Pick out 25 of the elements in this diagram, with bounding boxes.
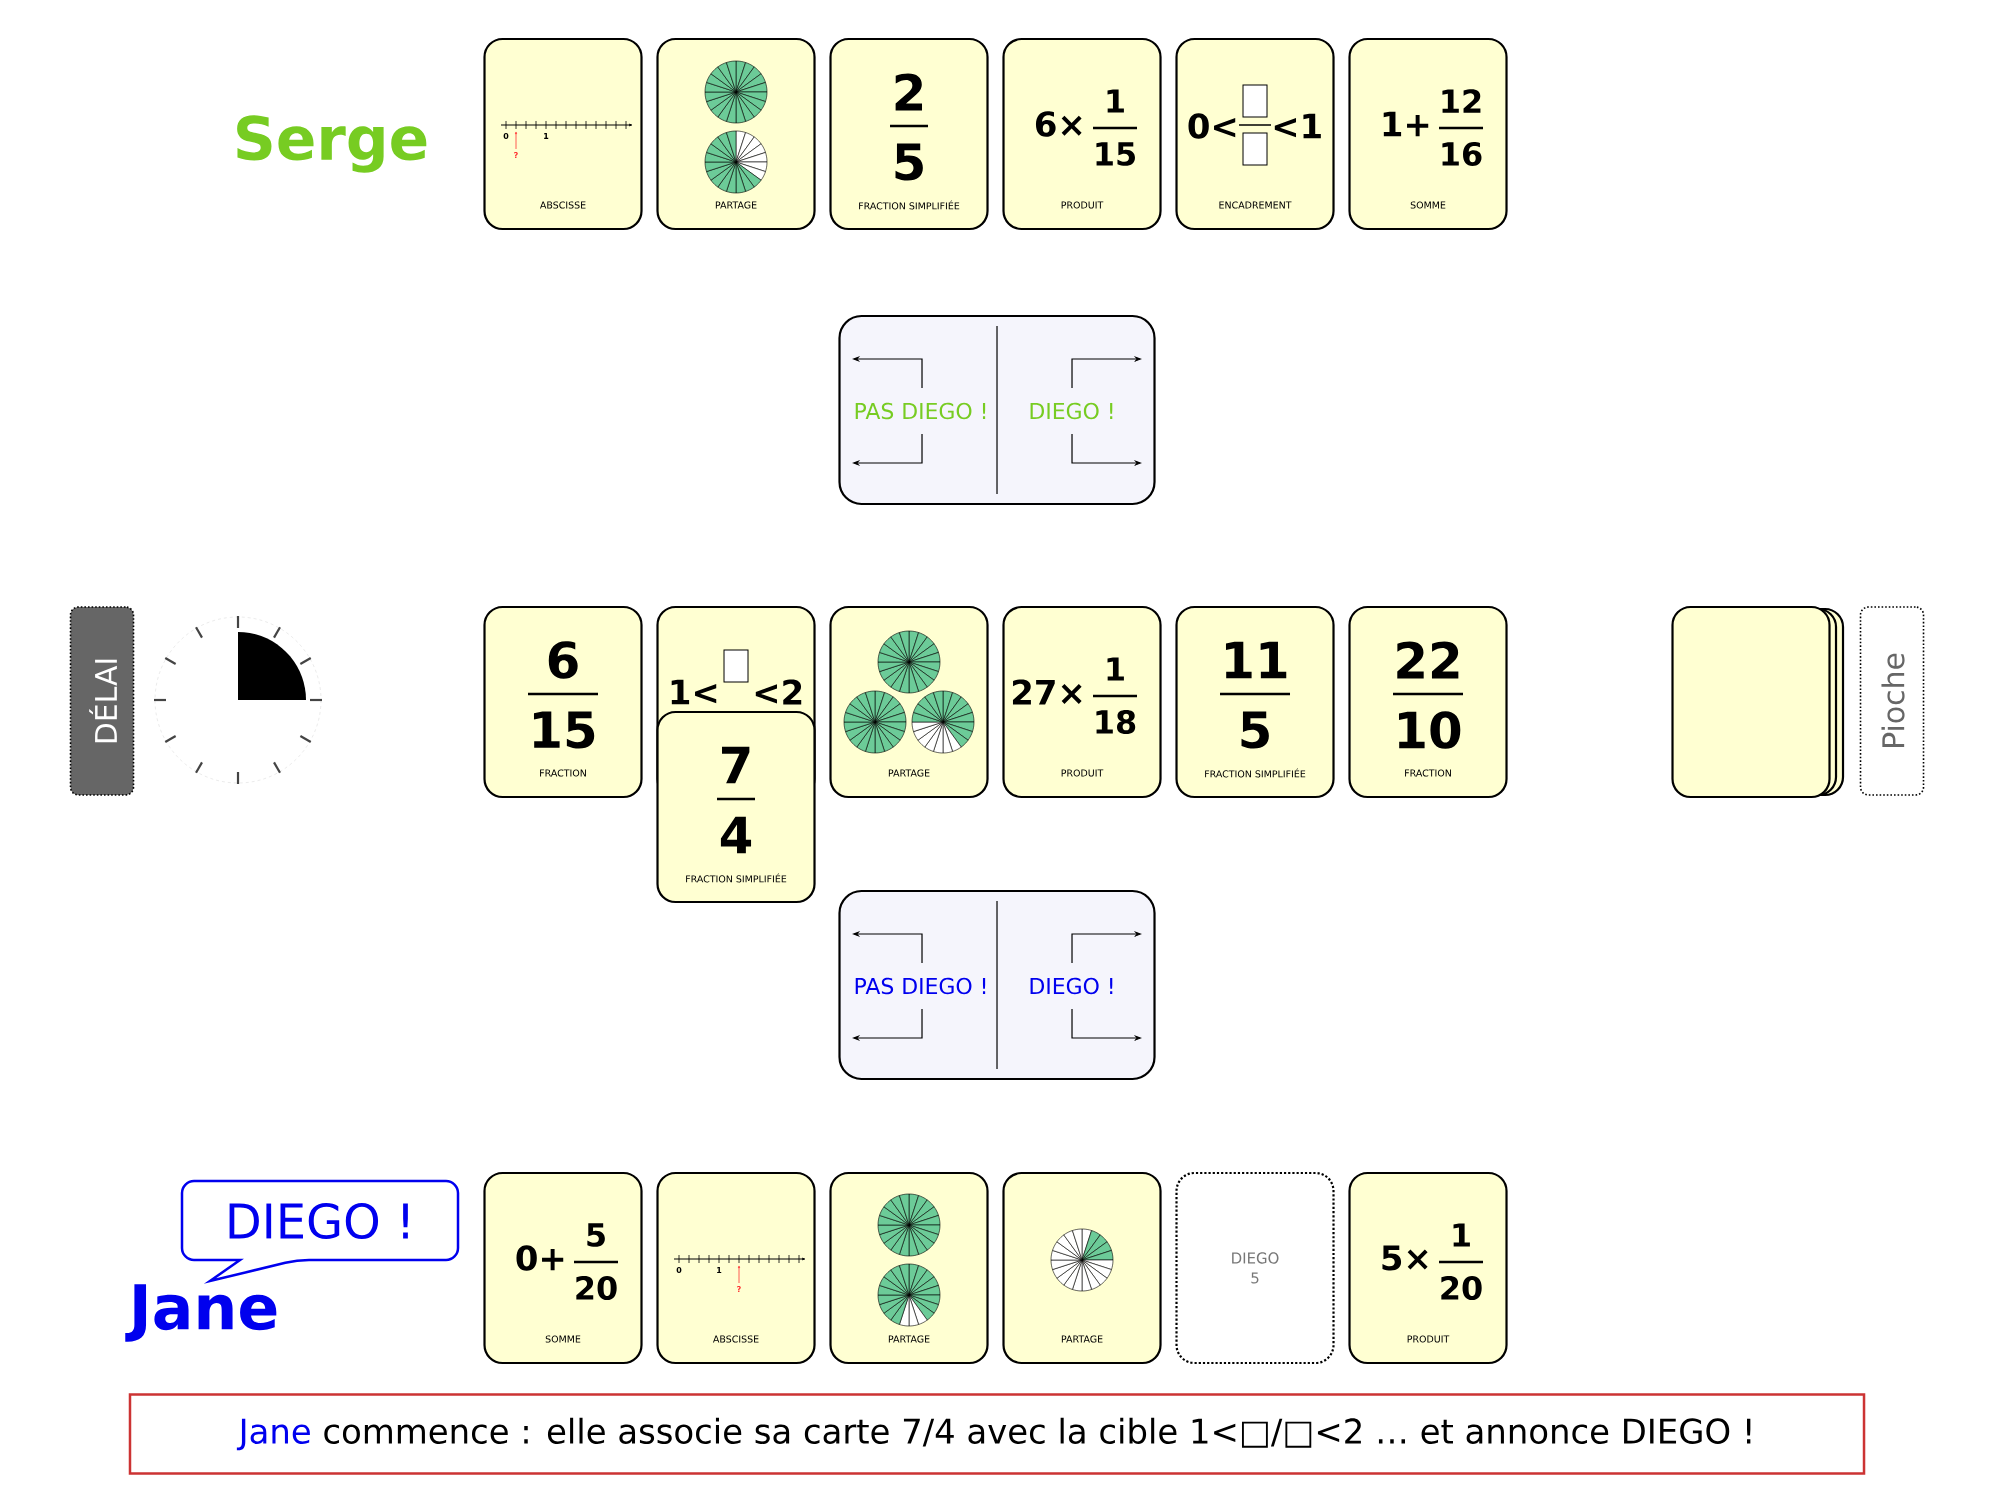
target-board: PAS DIEGO ! DIEGO ! bbox=[838, 889, 1156, 1081]
target-board: PAS DIEGO ! DIEGO ! bbox=[838, 314, 1156, 506]
caption-box: Jane commence : elle associe sa carte 7/4 avec la cible 1<□/□<2 … et annonce DIEGO ! bbox=[128, 1393, 1866, 1475]
player-name: Serge bbox=[237, 115, 427, 173]
game-card: 2 5 FRACTION SIMPLIFIÉE bbox=[829, 37, 989, 231]
game-card: 6× 1 15 PRODUIT bbox=[1002, 37, 1162, 231]
game-card: PARTAGE bbox=[656, 37, 816, 231]
game-card: DIEGO 5 bbox=[1175, 1171, 1335, 1365]
game-card: PARTAGE bbox=[1002, 1171, 1162, 1365]
player-name: Jane bbox=[125, 1284, 277, 1342]
game-card: 6 15 FRACTION bbox=[483, 605, 643, 799]
speech-bubble: DIEGO ! bbox=[180, 1179, 460, 1283]
timer-label: DÉLAI bbox=[69, 606, 135, 796]
game-card: 11 5 FRACTION SIMPLIFIÉE bbox=[1175, 605, 1335, 799]
game-card: 0< <1 ENCADREMENT bbox=[1175, 37, 1335, 231]
game-card: PARTAGE bbox=[829, 1171, 989, 1365]
card-stack bbox=[1671, 605, 1845, 799]
game-card: 22 10 FRACTION bbox=[1348, 605, 1508, 799]
draw-pile-label: Pioche bbox=[1859, 606, 1925, 796]
game-card: 0+ 5 20 SOMME bbox=[483, 1171, 643, 1365]
game-card: 1+ 12 16 SOMME bbox=[1348, 37, 1508, 231]
game-card: 27× 1 18 PRODUIT bbox=[1002, 605, 1162, 799]
game-card: 5× 1 20 PRODUIT bbox=[1348, 1171, 1508, 1365]
game-card: 7 4 FRACTION SIMPLIFIÉE bbox=[656, 710, 816, 904]
game-card: PARTAGE bbox=[829, 605, 989, 799]
